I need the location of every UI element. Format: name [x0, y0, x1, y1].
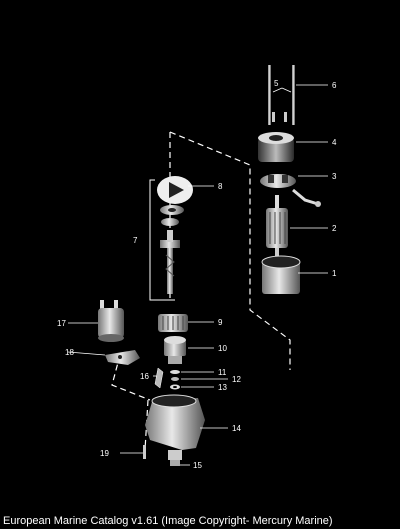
- part-drive-gear: [164, 336, 186, 364]
- part-solenoid: [98, 300, 124, 342]
- callout-7: 7: [133, 236, 138, 245]
- callout-8: 8: [218, 182, 223, 191]
- part-drive-housing: [145, 394, 205, 460]
- part-screw: [143, 445, 146, 459]
- callout-11: 11: [218, 368, 227, 377]
- callout-17: 17: [57, 319, 66, 328]
- part-nut: [170, 460, 180, 466]
- part-cover-plate: [157, 176, 193, 215]
- part-end-cap: [258, 132, 294, 162]
- callout-19: 19: [100, 449, 109, 458]
- callout-13: 13: [218, 383, 227, 392]
- callout-2: 2: [332, 224, 337, 233]
- callout-12: 12: [232, 375, 241, 384]
- callout-10: 10: [218, 344, 227, 353]
- callout-3: 3: [332, 172, 337, 181]
- callout-5: 5: [274, 79, 279, 88]
- part-pinion-clutch: [158, 314, 188, 332]
- callout-1: 1: [332, 269, 337, 278]
- callout-18: 18: [65, 348, 74, 357]
- leader-lines: [67, 84, 328, 466]
- callout-14: 14: [232, 424, 241, 433]
- callout-15: 15: [193, 461, 202, 470]
- copyright-caption: European Marine Catalog v1.61 (Image Cop…: [3, 515, 333, 527]
- part-frame: [261, 255, 301, 294]
- callout-7-bracket: [149, 179, 175, 301]
- part-shift-lever: [154, 367, 164, 389]
- part-drive-shaft: [160, 218, 180, 294]
- callout-labels: 1 2 3 4 5 6 7 8 9 10 11 12 13 14 15 16 1…: [57, 79, 337, 470]
- callout-4: 4: [332, 138, 337, 147]
- part-armature: [266, 195, 288, 260]
- callout-6: 6: [332, 81, 337, 90]
- part-brush-plate: [260, 174, 321, 207]
- callout-9: 9: [218, 318, 223, 327]
- callout-16: 16: [140, 372, 149, 381]
- part-washers: [170, 370, 180, 390]
- part-bracket: [105, 350, 140, 365]
- part-thru-bolts: [268, 65, 295, 125]
